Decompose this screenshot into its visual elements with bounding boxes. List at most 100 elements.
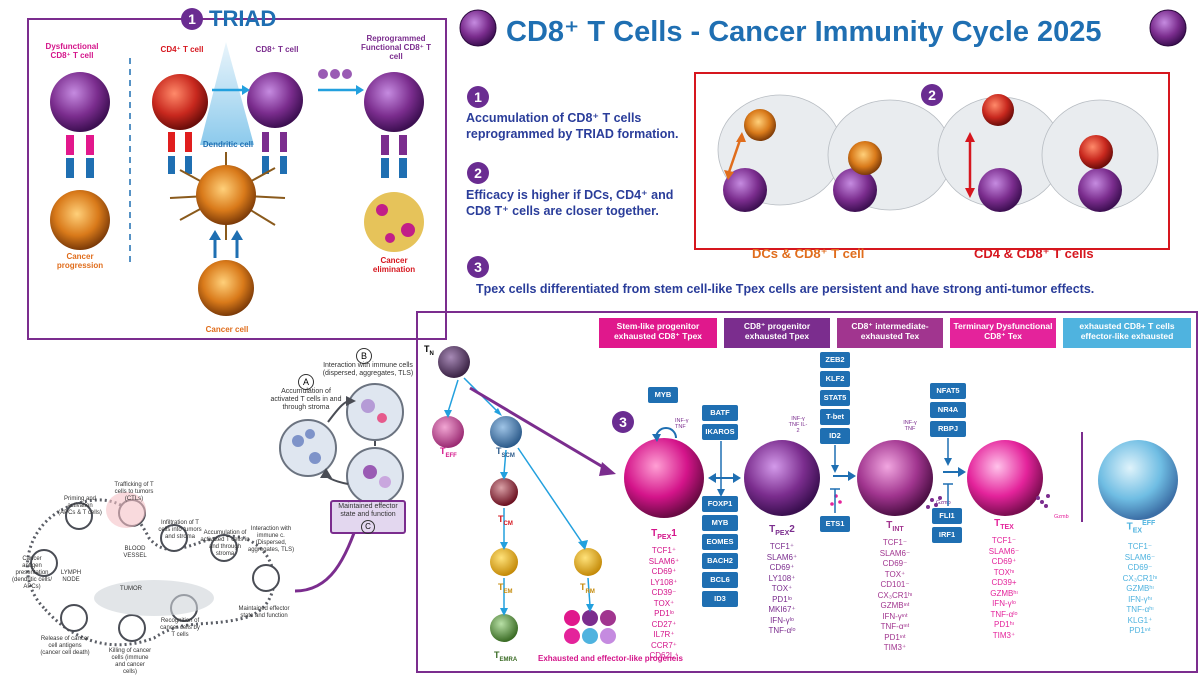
marker-item: CD101⁻ — [880, 580, 910, 589]
mini-step-3: Priming and activation (APCs & T cells) — [58, 496, 102, 516]
title-cell-right-icon — [1149, 9, 1187, 47]
marker-item: TNF-αˡᵒ — [990, 609, 1018, 619]
marker-item: IFN-γʰᶦ — [1128, 594, 1152, 604]
marker-item: CD39⁻ — [651, 588, 677, 597]
marker-item: TNF-αʰᶦ — [1126, 605, 1154, 614]
marker-item: IL7R⁺ — [653, 630, 675, 639]
marker-item: TCF1⁺ — [769, 542, 795, 551]
differentiation-panel — [416, 311, 1198, 673]
mini-step-2: Cancer antigen presentation (dendritic c… — [12, 556, 53, 590]
header-progenitor: CD8⁺ progenitor exhausted Tpex — [724, 318, 830, 348]
marker-item: IFN-γˡᵒ — [992, 599, 1016, 608]
triad-panel — [27, 18, 447, 340]
tf-stat5: STAT5 — [820, 390, 850, 406]
triad-number: 1 — [181, 8, 203, 30]
trm-label: TRM — [580, 582, 595, 595]
differentiation-number: 3 — [612, 411, 634, 433]
marker-item: LY108⁺ — [768, 573, 796, 583]
cd4-label: CD4⁺ T cell — [160, 45, 204, 54]
statement-1-number: 1 — [467, 86, 489, 108]
marker-item: PD1ᶦⁿᵗ — [1129, 626, 1151, 635]
cell-texeff-name: TEXEFF — [1126, 520, 1156, 535]
tf-rbpj: RBPJ — [930, 421, 966, 437]
dcs-cd8-label: DCs & CD8⁺ T cell — [752, 246, 865, 261]
header-intermediate: CD8⁺ intermediate-exhausted Tex — [837, 318, 943, 348]
marker-item: TNF-αˡᵒ — [768, 626, 796, 635]
marker-item: TIM3⁺ — [992, 630, 1016, 640]
tf-fli1: FLI1 — [932, 508, 962, 524]
mini-step-a: Accumulation of activated T cells in and… — [200, 530, 250, 557]
proximity-illustration — [717, 94, 1159, 212]
marker-item: SLAM6⁺ — [766, 552, 798, 562]
page-title: CD8⁺ T Cells - Cancer Immunity Cycle 202… — [506, 16, 1102, 48]
mini-step-4: Trafficking of T cells to tumors (CTLs) — [114, 482, 154, 502]
marker-item: SLAM6⁻ — [879, 548, 911, 558]
mini-step-5: Infiltration of T cells into tumors and … — [158, 520, 202, 540]
cytokine-2: INF-γ TNF IL-2 — [788, 416, 808, 434]
tscm-label: TSCM — [496, 446, 515, 459]
marker-item: TCF1⁻ — [1127, 542, 1153, 551]
cytokine-1: INF-γ TNF — [675, 418, 689, 430]
zoom-c-letter: C — [361, 520, 375, 534]
tf-id2: ID2 — [820, 428, 850, 444]
mini-blood-label: BLOOD VESSEL — [123, 546, 147, 559]
cytokine-3: INF-γ TNF — [903, 420, 917, 432]
marker-item: SLAM6⁺ — [648, 556, 680, 566]
mini-step-c: Maintained effector state and function — [238, 606, 290, 619]
dysfunctional-label: Dysfunctional CD8⁺ T cell — [45, 42, 99, 60]
marker-item: TCF1⁻ — [991, 536, 1017, 545]
tf-ikaros: IKAROS — [702, 424, 738, 440]
tf-tbet: T-bet — [820, 409, 850, 425]
tf-batf: BATF — [702, 405, 738, 421]
mini-step-b: Interaction with immune c. (Dispersed, a… — [247, 526, 295, 553]
reprogrammed-label: Reprogrammed Functional CD8⁺ T cell — [361, 34, 431, 61]
cell-tint-name: TINT — [886, 520, 904, 533]
tf-arrow-rbpj — [943, 438, 953, 506]
tf-ets1: ETS1 — [820, 516, 850, 532]
marker-item: SLAM6⁻ — [988, 546, 1020, 556]
header-terminal: Terminary Dysfunctional CD8⁺ Tex — [950, 318, 1056, 348]
marker-item: CX₃CR1ʰᶦ — [1122, 573, 1158, 583]
cancer-cell-label: Cancer cell — [205, 325, 249, 334]
triad-label: TRIAD — [209, 6, 277, 31]
tf-eomes: EOMES — [702, 534, 738, 550]
marker-item: TNF-αᶦⁿᵗ — [880, 622, 910, 631]
marker-item: PD1ˡᵒ — [654, 609, 674, 618]
tem-label: TEM — [498, 582, 513, 595]
proximity-panel — [694, 72, 1170, 250]
zoom-a-letter: A — [298, 374, 314, 390]
marker-item: PD1ʰᶦ — [994, 620, 1014, 629]
mini-tumor-label: TUMOR — [120, 586, 142, 592]
marker-item: CD39+ — [991, 578, 1017, 587]
statement-2-number: 2 — [467, 162, 489, 184]
marker-item: TCF1⁺ — [651, 546, 677, 555]
statement-3-text: Tpex cells differentiated from stem cell… — [476, 282, 1095, 296]
header-stem-like: Stem-like progenitor exhausted CD8⁺ Tpex — [599, 318, 717, 348]
tf-myb: MYB — [702, 515, 738, 531]
mini-step-1: Release of cancer cell antigens (cancer … — [40, 636, 90, 656]
myb-loop-icon — [652, 427, 677, 442]
exhaustion-cells — [624, 432, 1178, 522]
zoom-a-text: Accumulation of activated T cells in and… — [270, 388, 342, 411]
tf-klf2: KLF2 — [820, 371, 850, 387]
dendritic-label: Dendritic cell — [202, 140, 254, 149]
marker-item: TIM3⁺ — [883, 643, 907, 652]
gzmb-1: Gzmb — [936, 500, 951, 506]
marker-item: LY108⁺ — [650, 577, 678, 587]
statement-3-number: 3 — [467, 256, 489, 278]
marker-item: IFN-γᶦⁿᵗ — [882, 611, 908, 621]
marker-item: CD62L⁺ — [649, 651, 679, 660]
marker-item: CD69⁺ — [769, 563, 795, 572]
marker-item: GZMBʰᶦ — [990, 588, 1018, 598]
marker-item: GZMBʰᶦ — [1126, 584, 1154, 593]
cell-tpex1-name: TPEX1 — [651, 528, 677, 541]
marker-item: KLG1⁺ — [1127, 615, 1153, 625]
cell-tpex2-name: TPEX2 — [769, 524, 795, 537]
marker-item: CD69⁻ — [1127, 563, 1153, 572]
marker-item: TOX⁺ — [653, 598, 675, 608]
